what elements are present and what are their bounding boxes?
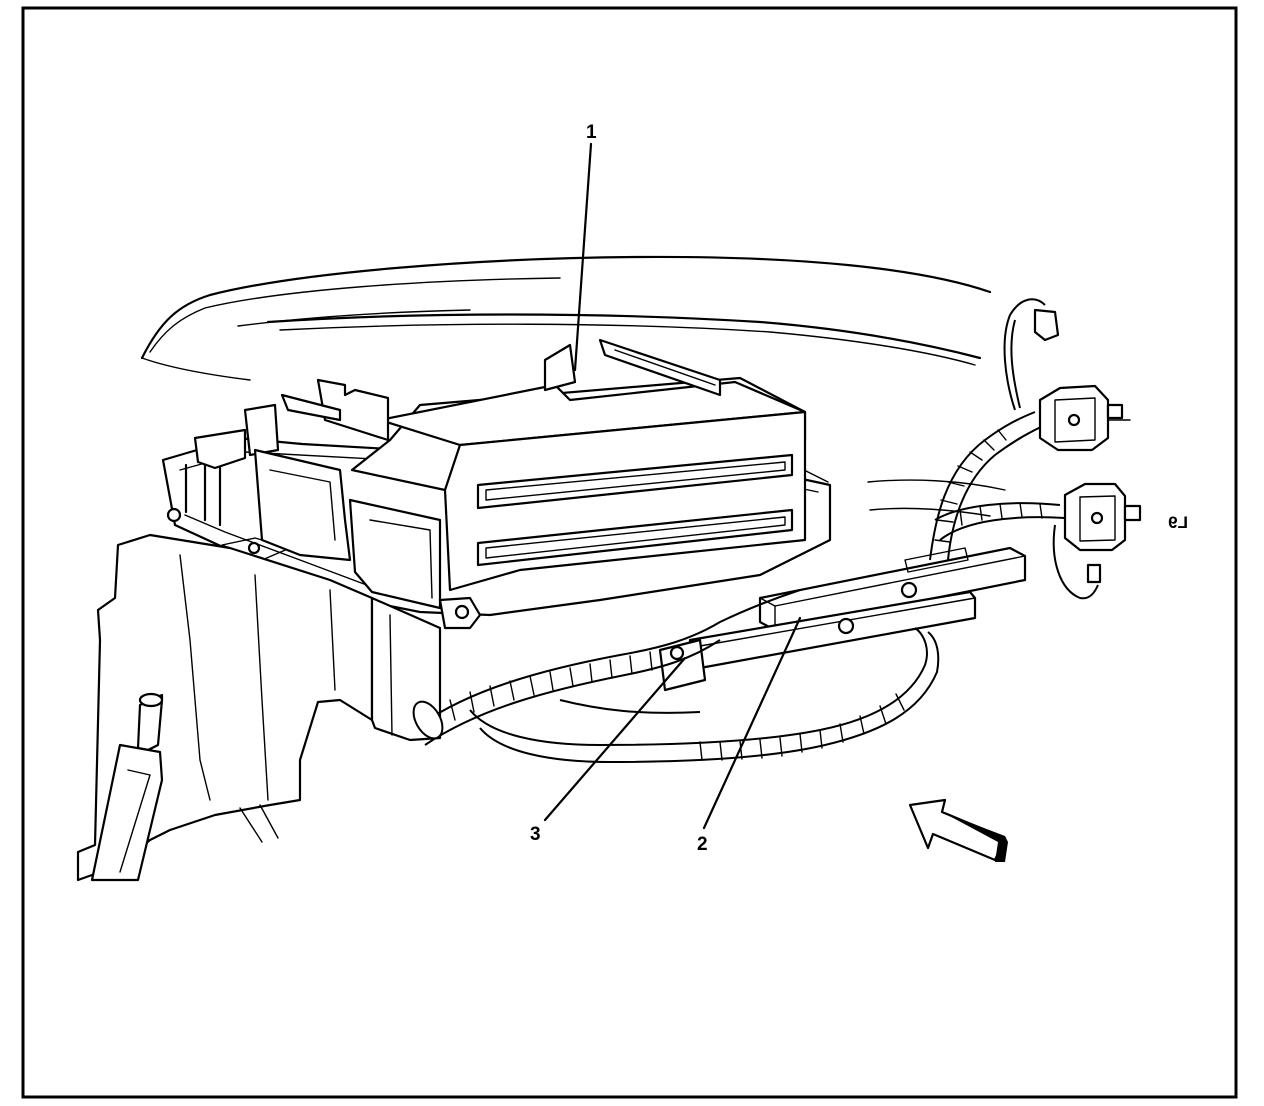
view-direction-arrow bbox=[908, 798, 1008, 862]
callout-2: 2 bbox=[697, 834, 708, 855]
figure-border bbox=[21, 6, 1238, 1099]
callout-3: 3 bbox=[530, 824, 541, 845]
figure-code: L9 bbox=[1168, 513, 1188, 532]
wiring-harness bbox=[412, 298, 1099, 764]
lower-housing bbox=[76, 533, 442, 882]
dashboard-outline bbox=[140, 255, 992, 381]
leader-line-1 bbox=[573, 142, 593, 372]
control-module bbox=[193, 338, 807, 610]
callout-1: 1 bbox=[586, 122, 597, 143]
harness-connectors bbox=[658, 546, 1027, 692]
leader-line-2 bbox=[702, 616, 802, 830]
side-connectors bbox=[867, 308, 1142, 584]
leader-line-3 bbox=[543, 656, 687, 822]
leader-lines bbox=[543, 142, 802, 830]
